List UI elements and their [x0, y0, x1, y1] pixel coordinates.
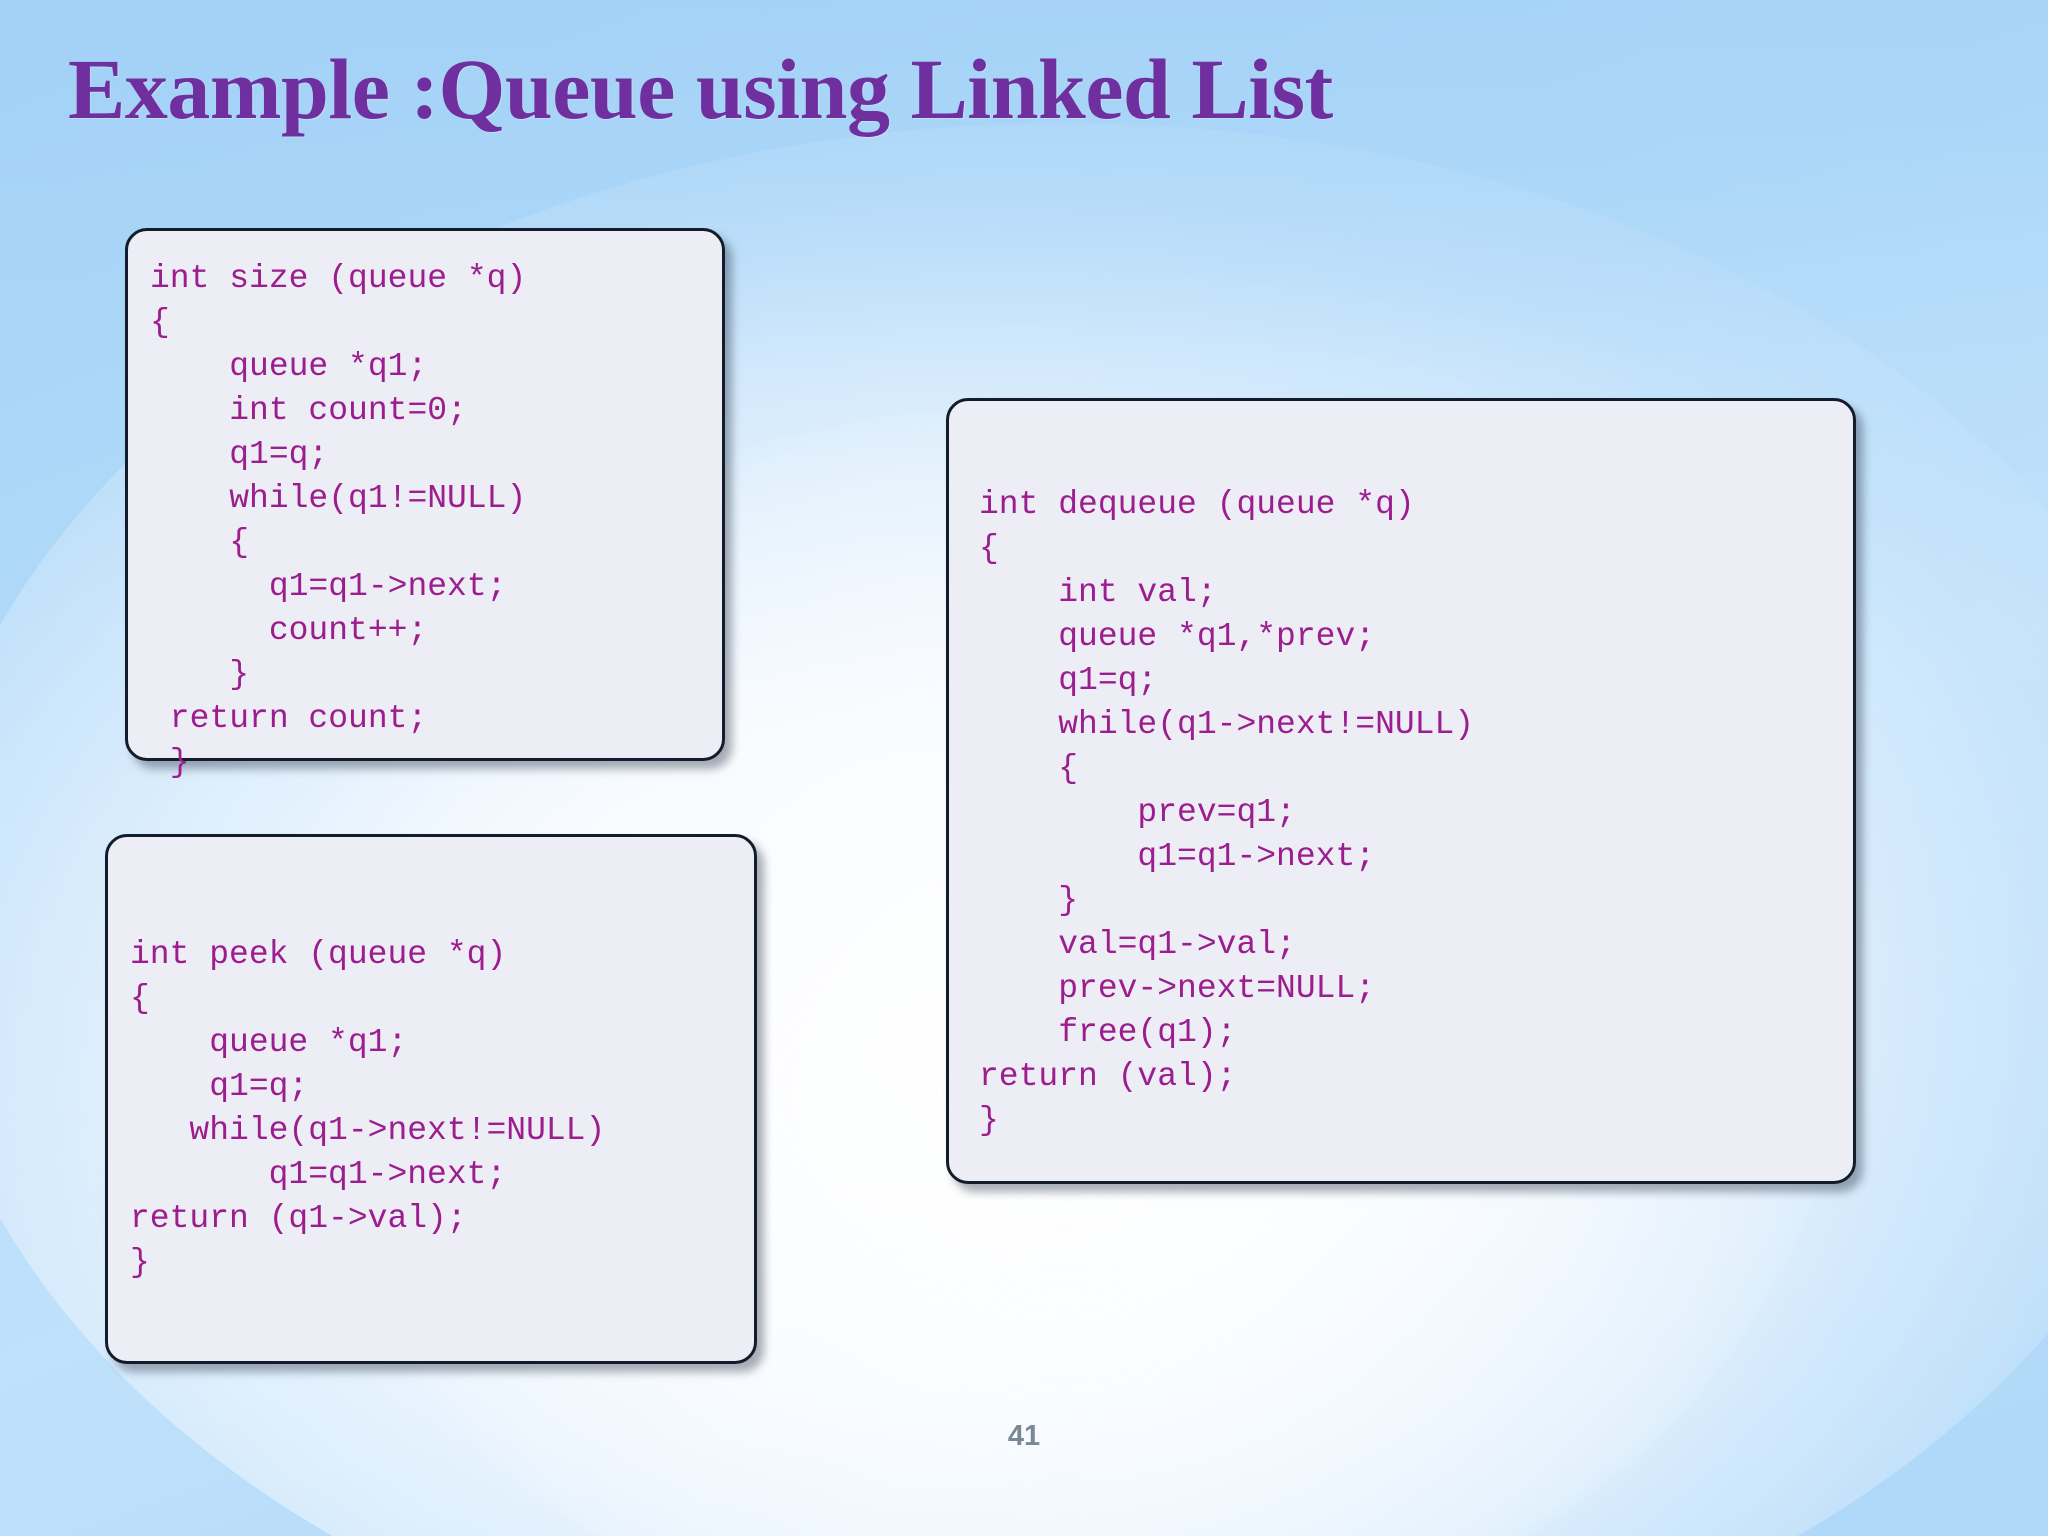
code-text-dequeue-function: int dequeue (queue *q) { int val; queue …: [979, 486, 1475, 1139]
code-block-size-function: int size (queue *q) { queue *q1; int cou…: [125, 228, 725, 781]
page-title: Example :Queue using Linked List: [68, 41, 1333, 137]
code-block-peek-function: int peek (queue *q) { queue *q1; q1=q; w…: [105, 834, 757, 1364]
code-text-size-function: int size (queue *q) { queue *q1; int cou…: [150, 260, 527, 781]
slide-number: 41: [1007, 1420, 1041, 1452]
code-block-dequeue-function: int dequeue (queue *q) { int val; queue …: [946, 398, 1856, 1184]
code-text-peek-function: int peek (queue *q) { queue *q1; q1=q; w…: [130, 936, 606, 1281]
